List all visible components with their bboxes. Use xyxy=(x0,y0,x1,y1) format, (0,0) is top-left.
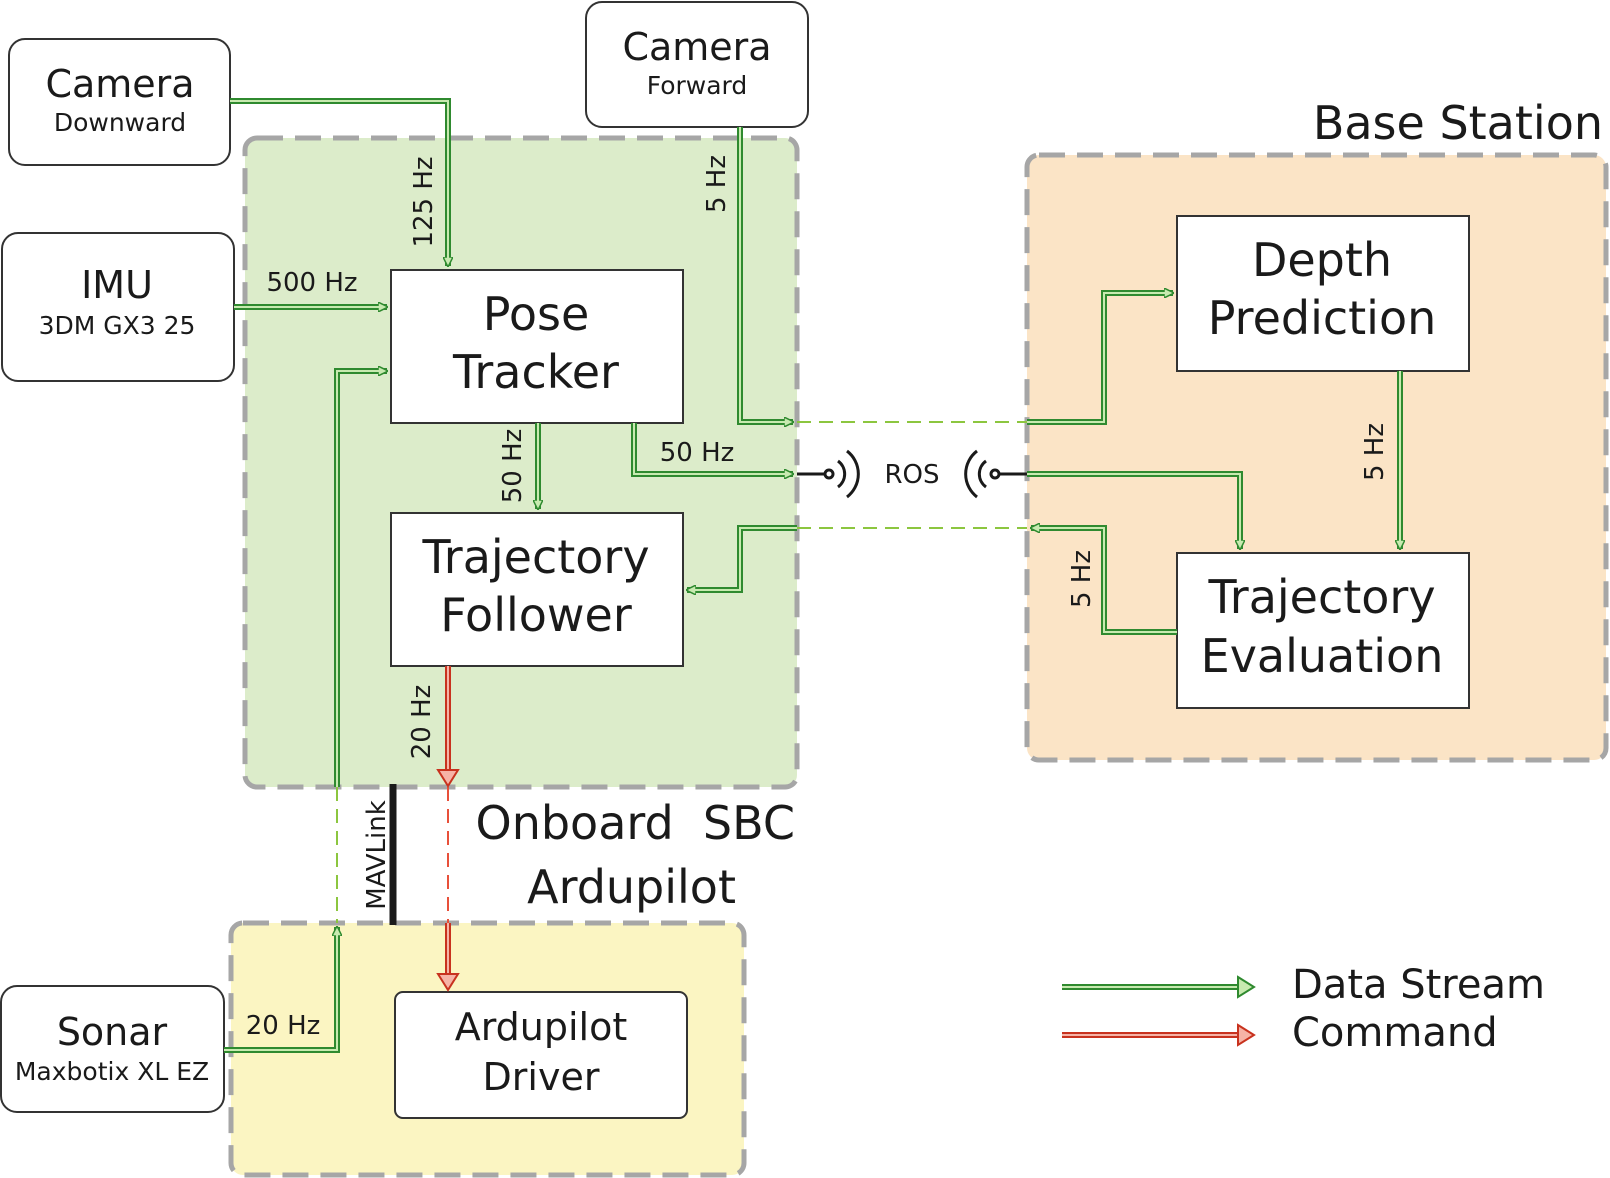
legend-data-stream-label: Data Stream xyxy=(1292,962,1545,1008)
arrow-ros-to-depth xyxy=(1027,293,1173,425)
trajectory-evaluation-line1: Trajectory xyxy=(1207,570,1435,624)
ardupilot-driver-line2: Driver xyxy=(483,1055,600,1099)
pose-tracker-line1: Pose xyxy=(483,287,590,341)
rate-follower-to-driver: 20 Hz xyxy=(407,685,437,760)
rate-camera-down: 125 Hz xyxy=(409,156,439,247)
arrow-ros-to-evaluation xyxy=(1027,471,1240,549)
trajectory-evaluation-line2: Evaluation xyxy=(1201,629,1444,683)
arrow-ros-to-follower xyxy=(687,525,797,590)
arrow-camera-down-to-pose xyxy=(230,98,448,266)
rate-evaluation-to-ros: 5 Hz xyxy=(1067,550,1097,608)
camera-forward-box: Camera Forward xyxy=(585,1,809,128)
ardupilot-label: Ardupilot xyxy=(527,860,736,914)
onboard-sbc-label: Onboard SBC xyxy=(475,796,795,850)
pose-tracker-block: Pose Tracker xyxy=(390,269,684,424)
legend-command-swatch xyxy=(1062,1023,1256,1047)
arrow-boundary-to-driver xyxy=(436,923,460,992)
ros-antenna-left xyxy=(797,449,860,499)
ardupilot-driver-block: Ardupilot Driver xyxy=(394,991,688,1119)
rate-imu: 500 Hz xyxy=(266,268,357,298)
data-arrows xyxy=(224,98,1400,1053)
arrow-evaluation-to-ros xyxy=(1031,528,1177,635)
camera-downward-box: Camera Downward xyxy=(8,38,231,166)
legend-command-label: Command xyxy=(1292,1010,1498,1056)
rate-depth-to-evaluation: 5 Hz xyxy=(1360,423,1390,481)
imu-box: IMU 3DM GX3 25 xyxy=(1,232,235,382)
command-arrows xyxy=(436,666,460,992)
trajectory-follower-block: Trajectory Follower xyxy=(390,512,684,667)
ros-antenna-right xyxy=(964,449,1027,499)
camera-downward-subtitle: Downward xyxy=(54,108,186,137)
depth-prediction-block: Depth Prediction xyxy=(1176,215,1470,372)
rate-pose-to-follower: 50 Hz xyxy=(498,429,528,504)
base-station-label: Base Station xyxy=(1313,96,1603,150)
camera-forward-title: Camera xyxy=(622,25,771,69)
sonar-box: Sonar Maxbotix XL EZ xyxy=(0,985,225,1113)
trajectory-follower-line2: Follower xyxy=(440,588,632,642)
depth-prediction-line2: Prediction xyxy=(1208,291,1437,345)
camera-downward-title: Camera xyxy=(45,62,194,106)
mavlink-label: MAVLink xyxy=(362,800,392,910)
sonar-title: Sonar xyxy=(57,1010,168,1054)
legend-data-stream-swatch xyxy=(1062,975,1256,999)
arrow-camera-fwd-to-ros xyxy=(737,127,793,422)
legend: Data Stream Command xyxy=(1062,962,1545,1056)
ardupilot-driver-line1: Ardupilot xyxy=(455,1005,628,1049)
ros-label: ROS xyxy=(884,460,939,490)
camera-forward-subtitle: Forward xyxy=(647,71,748,100)
rate-camera-forward: 5 Hz xyxy=(702,155,732,213)
rate-pose-to-ros: 50 Hz xyxy=(660,438,735,468)
pose-tracker-line2: Tracker xyxy=(452,345,619,399)
rate-sonar: 20 Hz xyxy=(246,1011,321,1041)
imu-title: IMU xyxy=(81,263,153,307)
imu-subtitle: 3DM GX3 25 xyxy=(39,311,196,340)
trajectory-evaluation-block: Trajectory Evaluation xyxy=(1176,552,1470,709)
depth-prediction-line1: Depth xyxy=(1252,233,1392,287)
trajectory-follower-line1: Trajectory xyxy=(421,530,649,584)
arrow-follower-to-boundary xyxy=(436,666,460,788)
arrow-pose-to-ros xyxy=(631,423,793,474)
sonar-subtitle: Maxbotix XL EZ xyxy=(15,1057,209,1086)
arrow-sonar-to-pose xyxy=(224,371,387,1053)
